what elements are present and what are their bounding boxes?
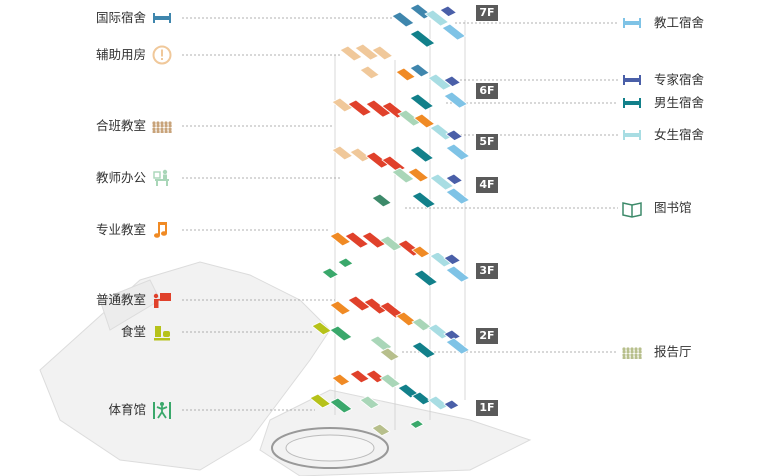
bed-icon bbox=[622, 13, 642, 33]
building-block bbox=[371, 45, 394, 61]
building-block bbox=[413, 269, 439, 287]
legend-label-right-1: 专家宿舍 bbox=[654, 72, 705, 87]
building-block bbox=[309, 393, 332, 409]
leader-lines bbox=[182, 17, 618, 411]
floor-tag-2f: 2F bbox=[476, 328, 498, 344]
classroom-seats-icon bbox=[152, 116, 172, 136]
legend-label-right-5: 报告厅 bbox=[654, 344, 692, 359]
building-block bbox=[439, 5, 458, 18]
auditorium-seats-icon bbox=[622, 342, 642, 362]
building-block bbox=[445, 173, 464, 186]
building-block bbox=[391, 11, 415, 28]
running-track bbox=[271, 427, 389, 469]
legend-label-left-7: 体育馆 bbox=[108, 402, 146, 417]
teacher-desk-icon bbox=[152, 168, 172, 188]
sports-figure-icon bbox=[152, 400, 172, 420]
bed-icon bbox=[622, 125, 642, 145]
building-block bbox=[329, 397, 353, 414]
building-block bbox=[339, 45, 363, 62]
building-block bbox=[321, 267, 340, 280]
floor-tag-7f: 7F bbox=[476, 5, 498, 21]
building-block bbox=[411, 341, 437, 359]
building-block bbox=[354, 43, 380, 61]
building-block bbox=[371, 423, 391, 437]
building-block bbox=[395, 67, 416, 82]
building-block bbox=[409, 63, 430, 78]
building-block bbox=[329, 231, 352, 247]
music-note-icon bbox=[152, 220, 172, 240]
book-icon bbox=[622, 198, 642, 218]
legend-label-left-2: 合班教室 bbox=[95, 118, 146, 133]
building-block bbox=[445, 265, 471, 283]
building-block bbox=[331, 373, 351, 387]
building-block bbox=[445, 337, 471, 355]
legend-label-left-1: 辅助用房 bbox=[95, 47, 146, 62]
building-block bbox=[443, 253, 462, 266]
legend-label-left-3: 教师办公 bbox=[95, 170, 146, 185]
building-block bbox=[443, 75, 462, 88]
building-block bbox=[329, 325, 353, 342]
bed-icon bbox=[622, 70, 642, 90]
site-plan bbox=[39, 261, 532, 476]
building-block bbox=[391, 167, 415, 184]
legend-label-left-6: 食堂 bbox=[120, 324, 146, 339]
building-block bbox=[411, 317, 432, 332]
building-block bbox=[411, 245, 431, 259]
building-block bbox=[409, 419, 425, 429]
building-block bbox=[445, 129, 464, 142]
canteen-icon bbox=[152, 322, 172, 342]
building-block bbox=[443, 399, 460, 410]
building-block bbox=[411, 191, 437, 209]
building-block bbox=[379, 373, 402, 389]
exclamation-icon bbox=[152, 45, 172, 65]
building-block bbox=[445, 187, 471, 205]
building-block bbox=[371, 193, 392, 208]
bed-icon bbox=[622, 93, 642, 113]
building-block bbox=[445, 143, 471, 161]
building-block bbox=[369, 335, 393, 352]
legend-label-right-3: 女生宿舍 bbox=[654, 127, 705, 142]
building-block bbox=[337, 257, 354, 268]
building-block bbox=[424, 9, 450, 27]
building-block bbox=[359, 65, 380, 80]
building-block bbox=[409, 93, 435, 111]
building-block bbox=[379, 347, 400, 362]
building-block bbox=[395, 311, 418, 327]
building-block bbox=[413, 113, 436, 129]
building-block bbox=[349, 369, 370, 384]
building-block bbox=[443, 329, 462, 342]
legend-label-right-2: 男生宿舍 bbox=[654, 95, 705, 110]
building-block bbox=[347, 99, 373, 117]
building-block bbox=[427, 323, 451, 340]
legend-label-left-4: 专业教室 bbox=[95, 222, 146, 237]
floor-tag-4f: 4F bbox=[476, 177, 498, 193]
building-block bbox=[331, 145, 354, 161]
floor-tag-3f: 3F bbox=[476, 263, 498, 279]
building-block bbox=[443, 91, 469, 109]
floor-tag-6f: 6F bbox=[476, 83, 498, 99]
bed-icon bbox=[152, 8, 172, 28]
building-block bbox=[329, 300, 352, 316]
floor-tag-5f: 5F bbox=[476, 134, 498, 150]
building-block bbox=[441, 23, 467, 41]
legend-label-left-5: 普通教室 bbox=[95, 292, 146, 307]
building-block bbox=[409, 145, 435, 163]
building-block bbox=[344, 231, 370, 249]
floor-tag-1f: 1F bbox=[476, 400, 498, 416]
building-block bbox=[409, 29, 436, 48]
teacher-board-icon bbox=[152, 290, 172, 310]
legend-label-left-0: 国际宿舍 bbox=[95, 10, 146, 25]
legend-label-right-4: 图书馆 bbox=[654, 200, 692, 215]
building-block bbox=[359, 395, 380, 410]
building-block bbox=[407, 167, 430, 183]
building-block bbox=[429, 173, 455, 191]
building-blocks bbox=[309, 3, 471, 437]
legend-label-right-0: 教工宿舍 bbox=[654, 15, 705, 30]
